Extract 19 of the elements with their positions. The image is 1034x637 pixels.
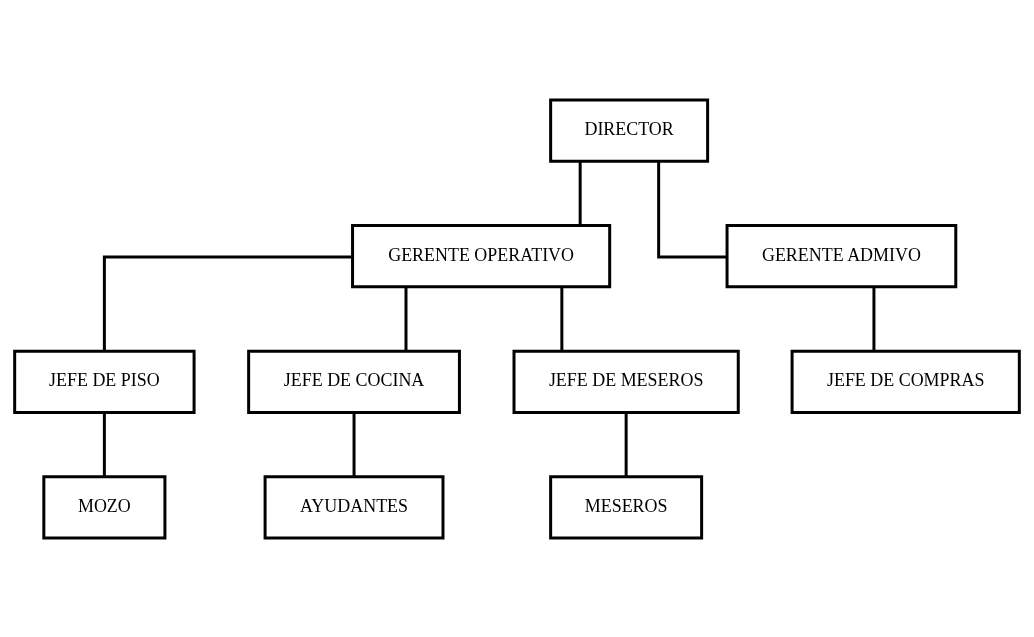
node-box: MESEROS [549,474,704,539]
connector [872,286,876,351]
node-box: AYUDANTES [263,474,445,539]
node-box: JEFE DE PISO [13,349,196,414]
connector [657,161,727,258]
connector [578,161,582,225]
connector [102,412,106,477]
connector [624,412,628,477]
connector [102,254,353,351]
node-box: DIRECTOR [549,98,710,163]
connector [404,286,408,351]
node-box: GERENTE ADMIVO [725,223,958,288]
node-box: JEFE DE COMPRAS [790,349,1021,414]
node-box: JEFE DE COCINA [247,349,461,414]
node-box: GERENTE OPERATIVO [351,223,612,288]
node-box: JEFE DE MESEROS [512,349,740,414]
node-box: MOZO [42,474,167,539]
connector [560,286,564,351]
connector [352,412,356,477]
